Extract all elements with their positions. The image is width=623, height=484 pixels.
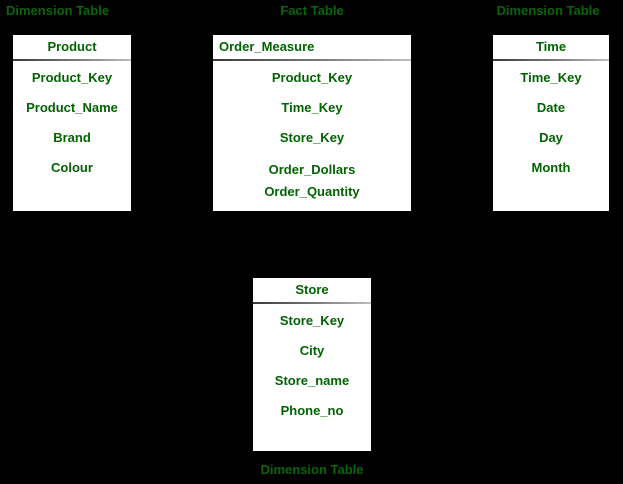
table-header-order-measure: Order_Measure xyxy=(219,39,315,54)
field-row: Product_Name xyxy=(26,100,118,115)
caption-product-dimension: Dimension Table xyxy=(6,3,110,18)
field-row: Product_Key xyxy=(271,70,353,85)
field-row: Time_Key xyxy=(520,70,582,85)
entity-table-order-measure[interactable]: Order_Measure Product_Key Time_Key Store… xyxy=(212,34,412,212)
entity-table-time[interactable]: Time Time_Key Date Day Month xyxy=(492,34,610,212)
table-header-store: Store xyxy=(295,282,329,297)
field-row: Phone_no xyxy=(280,403,344,418)
caption-store-dimension: Dimension Table xyxy=(260,462,364,477)
field-list-product: Product_Key Product_Name Brand Colour xyxy=(13,59,131,183)
caption-time-dimension: Dimension Table xyxy=(496,3,600,18)
header-divider-product xyxy=(13,59,131,61)
entity-table-product[interactable]: Product Product_Key Product_Name Brand C… xyxy=(12,34,132,212)
field-row: Month xyxy=(531,160,571,175)
field-list-order-measure: Product_Key Time_Key Store_Key Order_Dol… xyxy=(213,59,411,203)
field-row: City xyxy=(299,343,325,358)
field-row: Time_Key xyxy=(281,100,343,115)
field-row: Date xyxy=(536,100,566,115)
field-row: Order_Quantity xyxy=(264,184,360,199)
field-row: Brand xyxy=(53,130,91,145)
caption-fact-table: Fact Table xyxy=(280,3,344,18)
field-list-time: Time_Key Date Day Month xyxy=(493,59,609,183)
field-row: Product_Key xyxy=(31,70,113,85)
field-row: Colour xyxy=(51,160,93,175)
header-divider-order-measure xyxy=(213,59,411,61)
field-row: Store_Key xyxy=(279,130,345,145)
header-divider-store xyxy=(253,302,371,304)
header-divider-time xyxy=(493,59,609,61)
table-header-time: Time xyxy=(535,39,567,54)
field-row: Store_Key xyxy=(279,313,345,328)
entity-table-store[interactable]: Store Store_Key City Store_name Phone_no xyxy=(252,277,372,452)
field-list-store: Store_Key City Store_name Phone_no xyxy=(253,302,371,426)
field-row: Day xyxy=(539,130,563,145)
field-row: Order_Dollars xyxy=(268,162,356,177)
table-header-product: Product xyxy=(47,39,97,54)
field-row: Store_name xyxy=(274,373,350,388)
